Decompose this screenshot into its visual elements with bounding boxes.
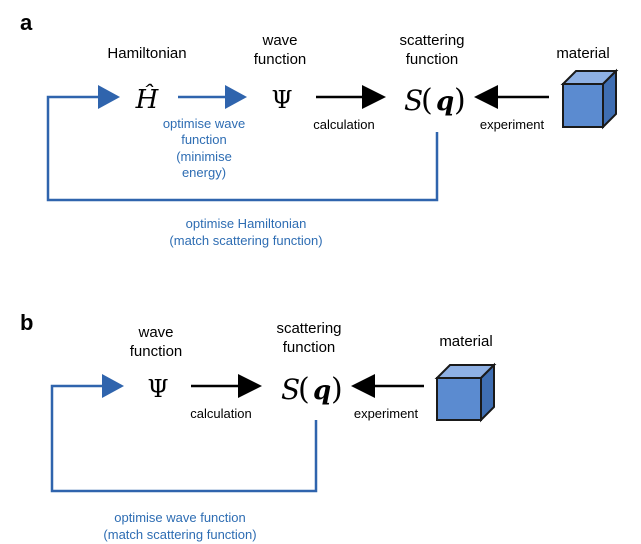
scattering-function-label-line2: function: [406, 51, 459, 68]
inner-loop-caption: optimise wave function (minimise energy): [163, 116, 245, 180]
paren-close: ): [454, 83, 466, 118]
arrow-experiment-b: [351, 374, 424, 398]
paren-open: (: [421, 83, 433, 118]
scattering-function-symbol: S ( q ): [404, 83, 466, 118]
outer-feedback-loop: [46, 85, 439, 202]
arrow-hamiltonian-to-wavefunction: [178, 85, 247, 109]
experiment-label: experiment: [480, 117, 545, 132]
inner-loop-line3: (minimise: [176, 149, 232, 164]
wave-function-label-line1-b: wave: [137, 324, 173, 341]
material-label: material: [556, 45, 609, 62]
wave-function-label-line2-b: function: [130, 343, 183, 360]
q-symbol: q: [436, 87, 454, 117]
scattering-function-label-line1-b: scattering: [276, 320, 341, 337]
feedback-loop-b: [50, 374, 318, 493]
inner-loop-line4: energy): [182, 165, 226, 180]
s-symbol: S: [404, 84, 423, 117]
arrow-experiment: [474, 85, 549, 109]
calculation-label-b: calculation: [190, 406, 251, 421]
panel-a: a Hamiltonian wave function scattering f…: [20, 10, 619, 248]
outer-loop-line2: (match scattering function): [169, 233, 322, 248]
experiment-label-b: experiment: [354, 406, 419, 421]
psi-symbol: Ψ: [271, 86, 292, 114]
outer-loop-line1: optimise Hamiltonian: [186, 216, 307, 231]
loop-caption-b: optimise wave function (match scattering…: [103, 510, 256, 542]
panel-b: b wave function scattering function mate…: [20, 310, 497, 542]
wave-function-label-line1: wave: [261, 32, 297, 49]
outer-loop-caption: optimise Hamiltonian (match scattering f…: [169, 216, 322, 248]
panel-b-letter: b: [20, 310, 33, 335]
paren-close-b: ): [331, 372, 343, 407]
scattering-function-symbol-b: S ( q ): [281, 372, 343, 407]
arrow-calculation: [316, 85, 386, 109]
paren-open-b: (: [298, 372, 310, 407]
q-symbol-b: q: [313, 376, 331, 406]
material-label-b: material: [439, 333, 492, 350]
loop-line1-b: optimise wave function: [114, 510, 246, 525]
scattering-function-label-line1: scattering: [399, 32, 464, 49]
hamiltonian-label: Hamiltonian: [107, 45, 186, 62]
scattering-function-label-line2-b: function: [283, 339, 336, 356]
material-cube-icon: [560, 68, 619, 130]
calculation-label: calculation: [313, 117, 374, 132]
loop-line2-b: (match scattering function): [103, 527, 256, 542]
panel-a-letter: a: [20, 10, 33, 35]
s-symbol-b: S: [281, 373, 300, 406]
arrow-calculation-b: [191, 374, 262, 398]
psi-symbol-b: Ψ: [147, 375, 168, 403]
inner-loop-line2: function: [181, 132, 227, 147]
inner-loop-line1: optimise wave: [163, 116, 245, 131]
material-cube-icon-b: [434, 362, 497, 423]
wave-function-label-line2: function: [254, 51, 307, 68]
hamiltonian-symbol: Ĥ: [135, 83, 160, 115]
